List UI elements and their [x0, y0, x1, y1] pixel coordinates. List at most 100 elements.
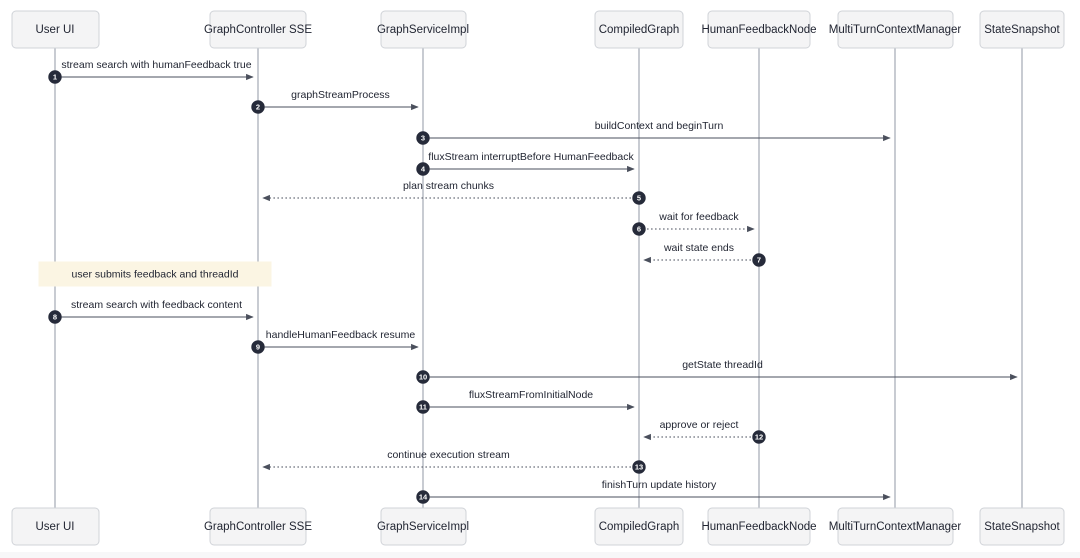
lifelines-group — [54, 48, 1023, 508]
message-label: graphStreamProcess — [291, 89, 390, 101]
notes-group: user submits feedback and threadId — [38, 261, 272, 287]
message-label: continue execution stream — [387, 449, 510, 461]
actor-box[interactable] — [837, 507, 954, 546]
sequence-badge: 9 — [251, 340, 265, 354]
actor-box[interactable] — [209, 10, 307, 49]
sequence-badge: 5 — [632, 191, 646, 205]
actor-controller-bottom[interactable]: GraphController SSE — [204, 507, 312, 546]
actor-user_ui-top[interactable]: User UI — [11, 10, 100, 49]
sequence-badge-circle — [632, 222, 646, 236]
actor-label: CompiledGraph — [599, 521, 680, 533]
actor-snapshot-bottom[interactable]: StateSnapshot — [979, 507, 1065, 546]
sequence-badge-circle — [416, 400, 430, 414]
sequence-badge-circle — [416, 490, 430, 504]
message-label: finishTurn update history — [602, 479, 717, 491]
sequence-badge-number: 13 — [635, 462, 643, 471]
sequence-badge-number: 12 — [755, 432, 763, 441]
sequence-badge: 13 — [632, 460, 646, 474]
actor-feedback_node-bottom[interactable]: HumanFeedbackNode — [701, 507, 817, 546]
sequence-badge: 11 — [416, 400, 430, 414]
actors-top-group: User UI GraphController SSE GraphServiceIm… — [11, 10, 1065, 49]
actor-feedback_node-top[interactable]: HumanFeedbackNode — [701, 10, 817, 49]
message-6: wait for feedback 6 — [632, 211, 755, 236]
actors-bottom-group: User UI GraphController SSE GraphServiceIm… — [11, 507, 1065, 546]
message-label: buildContext and beginTurn — [595, 120, 724, 132]
message-label: wait for feedback — [658, 211, 739, 223]
sequence-badge-number: 8 — [53, 312, 57, 321]
actor-snapshot-top[interactable]: StateSnapshot — [979, 10, 1065, 49]
actor-box[interactable] — [11, 10, 100, 49]
actor-user_ui-bottom[interactable]: User UI — [11, 507, 100, 546]
sequence-badge: 2 — [251, 100, 265, 114]
message-3: buildContext and beginTurn 3 — [416, 120, 891, 145]
actor-context_mgr-bottom[interactable]: MultiTurnContextManager — [829, 507, 962, 546]
actor-context_mgr-top[interactable]: MultiTurnContextManager — [829, 10, 962, 49]
actor-box[interactable] — [380, 10, 467, 49]
sequence-badge-number: 11 — [419, 402, 427, 411]
sequence-badge-number: 3 — [421, 133, 425, 142]
sequence-badge: 8 — [48, 310, 62, 324]
sequence-badge-circle — [251, 100, 265, 114]
sequence-badge: 4 — [416, 162, 430, 176]
sequence-badge-number: 5 — [637, 193, 641, 202]
sequence-badge-circle — [752, 430, 766, 444]
actor-box[interactable] — [594, 507, 684, 546]
actor-label: CompiledGraph — [599, 24, 680, 36]
actor-compiled_graph-top[interactable]: CompiledGraph — [594, 10, 684, 49]
messages-group: stream search with humanFeedback true 1 gr… — [48, 59, 1018, 504]
actor-label: StateSnapshot — [984, 24, 1060, 36]
actor-service-bottom[interactable]: GraphServiceImpl — [377, 507, 469, 546]
sequence-badge-circle — [416, 131, 430, 145]
sequence-badge-number: 1 — [53, 72, 57, 81]
sequence-badge-number: 14 — [419, 492, 428, 501]
actor-box[interactable] — [380, 507, 467, 546]
note-feedback-note: user submits feedback and threadId — [38, 261, 272, 287]
message-label: fluxStreamFromInitialNode — [469, 389, 593, 401]
sequence-badge-number: 4 — [421, 164, 426, 173]
bottom-edge-shadow — [0, 552, 1080, 558]
sequence-badge-number: 6 — [637, 224, 641, 233]
sequence-badge: 7 — [752, 253, 766, 267]
actor-box[interactable] — [594, 10, 684, 49]
actor-box[interactable] — [11, 507, 100, 546]
message-11: fluxStreamFromInitialNode 11 — [416, 389, 635, 414]
message-2: graphStreamProcess 2 — [251, 89, 419, 114]
actor-service-top[interactable]: GraphServiceImpl — [377, 10, 469, 49]
sequence-badge-circle — [48, 310, 62, 324]
actor-controller-top[interactable]: GraphController SSE — [204, 10, 312, 49]
sequence-badge-circle — [752, 253, 766, 267]
message-label: stream search with humanFeedback true — [61, 59, 251, 71]
sequence-badge-number: 9 — [256, 342, 260, 351]
actor-box[interactable] — [979, 10, 1065, 49]
actor-label: HumanFeedbackNode — [701, 24, 816, 36]
message-5: plan stream chunks 5 — [262, 180, 646, 205]
actor-box[interactable] — [707, 10, 811, 49]
actor-label: MultiTurnContextManager — [829, 521, 962, 533]
message-label: handleHumanFeedback resume — [266, 329, 416, 341]
sequence-badge-circle — [48, 70, 62, 84]
actor-label: MultiTurnContextManager — [829, 24, 962, 36]
message-label: approve or reject — [660, 419, 739, 431]
sequence-badge-number: 7 — [757, 255, 761, 264]
sequence-badge-number: 10 — [419, 372, 427, 381]
actor-label: HumanFeedbackNode — [701, 521, 816, 533]
message-label: plan stream chunks — [403, 180, 494, 192]
message-13: continue execution stream 13 — [262, 449, 646, 474]
note-label: user submits feedback and threadId — [72, 268, 239, 280]
sequence-badge: 12 — [752, 430, 766, 444]
actor-box[interactable] — [707, 507, 811, 546]
actor-box[interactable] — [837, 10, 954, 49]
sequence-badge-circle — [632, 191, 646, 205]
sequence-badge: 14 — [416, 490, 430, 504]
actor-box[interactable] — [979, 507, 1065, 546]
actor-label: GraphServiceImpl — [377, 521, 469, 533]
sequence-badge: 10 — [416, 370, 430, 384]
actor-box[interactable] — [209, 507, 307, 546]
message-label: fluxStream interruptBefore HumanFeedback — [428, 151, 634, 163]
sequence-badge-circle — [416, 370, 430, 384]
actor-compiled_graph-bottom[interactable]: CompiledGraph — [594, 507, 684, 546]
